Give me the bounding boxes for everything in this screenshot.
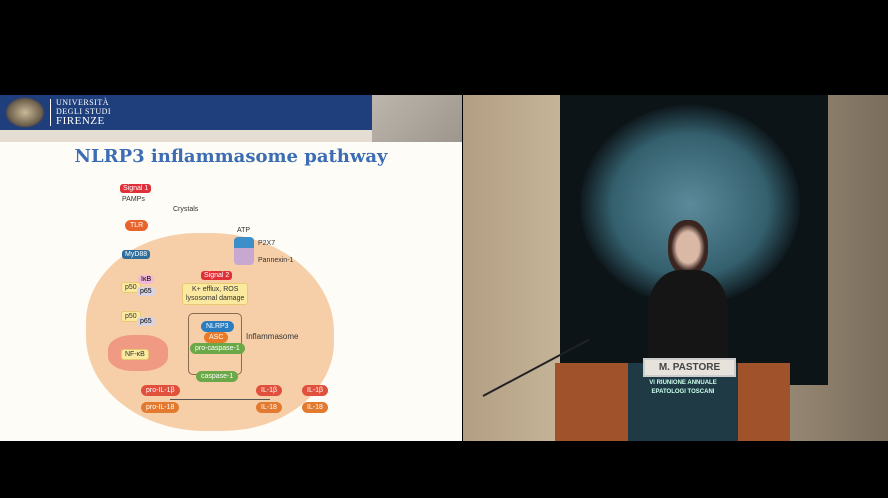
pro-il18-label: pro-IL-18 [141,402,180,413]
p2x7-channel-icon [234,237,254,265]
il18-label: IL-18 [256,402,282,413]
crystals-label: Crystals [173,206,199,213]
podium-line2: EPATOLOGI TOSCANI [651,389,715,395]
nlrp3-label: NLRP3 [201,321,234,332]
pamps-label: PAMPs [122,196,145,203]
university-seal-logo [5,97,45,128]
signal2-label: Signal 2 [201,271,233,280]
university-name-line2: DEGLI STUDI [56,107,112,116]
tlr-receptor: TLR [125,220,149,231]
signal2-effects: K+ efflux, ROS lysosomal damage [182,283,249,305]
pannexin-label: Pannexin-1 [258,257,294,264]
slide-title: NLRP3 inflammasome pathway [74,146,388,167]
inflammasome-label: Inflammasome [246,332,299,341]
signal1-label: Signal 1 [120,184,152,193]
il1b-label: IL-1β [256,385,283,396]
university-header: UNIVERSITÀ DEGLI STUDI FIRENZE [0,95,372,130]
speaker-nameplate: M. PASTORE [643,358,736,377]
p65-label-2: p65 [137,317,155,326]
university-name-line3: FIRENZE [56,115,105,127]
nfkb-label: NF-κB [121,349,149,360]
p2x7-label: P2X7 [258,240,276,247]
myd88-label: MyD88 [122,250,151,259]
caspase1-label: caspase-1 [196,371,239,382]
speaker [648,220,728,370]
p65-label: p65 [137,287,155,296]
efflux-label: K+ efflux, ROS [192,286,239,293]
pro-il1b-label: pro-IL-1β [141,385,180,396]
asc-label: ASC [204,332,229,343]
secreted-il1b-label: IL-1β [302,385,329,396]
procaspase-label: pro-caspase-1 [190,343,245,354]
podium-line1: VI RIUNIONE ANNUALE [649,380,717,386]
presentation-slide: UNIVERSITÀ DEGLI STUDI FIRENZE NLRP3 inf… [0,95,462,441]
lysosomal-label: lysosomal damage [186,295,245,302]
atp-label: ATP [237,227,251,234]
header-strip [0,130,372,142]
header-image [372,95,462,142]
cleavage-arrow [170,399,270,400]
speaker-video: VI RIUNIONE ANNUALE EPATOLOGI TOSCANI M.… [463,95,888,441]
university-name-line1: UNIVERSITÀ [56,98,109,107]
ikb-label: IκB [138,275,155,284]
secreted-il18-label: IL-18 [302,402,328,413]
p50-label-2: p50 [121,311,141,322]
